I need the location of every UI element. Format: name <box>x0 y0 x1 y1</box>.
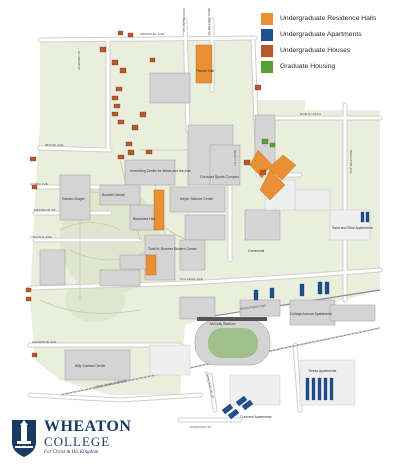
legend-swatch-residence-halls <box>261 12 273 25</box>
hall-smith-traber <box>153 189 165 231</box>
building-memorial <box>209 144 241 186</box>
logo-tagline: For Christ & His Kingdom <box>44 450 99 455</box>
label-crescent-apts: Crescent Apartments <box>240 415 272 419</box>
undergraduate-apartments <box>221 211 370 420</box>
label-president-st: PRESIDENT ST. <box>182 8 186 33</box>
label-michigan-st: MICHIGAN ST. <box>190 425 213 429</box>
label-edman: Edman Chapel <box>62 197 85 201</box>
label-buswell: Buswell Library <box>102 193 125 197</box>
street-labels: SEMINARY AVE. HOWARD ST. PRESIDENT ST. W… <box>30 8 353 429</box>
building-edman <box>59 174 91 221</box>
legend-label-houses: Undergraduate Houses <box>280 47 351 54</box>
legend-swatch-graduate <box>261 60 273 73</box>
label-washington-st: WASHINGTON ST. <box>207 8 211 36</box>
hall-mcmanis <box>145 254 157 276</box>
graduate-housing <box>261 138 276 148</box>
building-buswell <box>99 184 141 206</box>
label-billy-graham: Billy Graham Center <box>75 364 106 368</box>
building-schell <box>39 249 66 286</box>
label-kenwood-ave: KENWOOD AVE. <box>32 340 58 344</box>
label-saint-elliot: Saint and Elliot Apartments <box>332 226 373 230</box>
legend-swatch-apartments <box>261 28 273 41</box>
label-seminary-ave: SEMINARY AVE. <box>140 32 165 36</box>
building-chase <box>179 296 216 320</box>
building-billy-graham <box>64 349 131 381</box>
label-fischer: Fischer Hall <box>196 69 214 73</box>
label-scott-st: SCOTT ST. <box>233 150 237 167</box>
logo-wordmark: WHEATON COLLEGE For Christ & His Kingdom <box>44 418 132 456</box>
label-teresa: Teresa Apartments <box>308 369 337 373</box>
logo-line-college: COLLEGE <box>44 434 111 449</box>
map-legend: Undergraduate Residence Halls Undergradu… <box>261 12 391 92</box>
logo-line-wheaton: WHEATON <box>44 418 132 435</box>
legend-item-residence-halls: Undergraduate Residence Halls <box>261 12 391 25</box>
building-service <box>289 299 336 326</box>
building-science-2 <box>184 214 226 241</box>
label-science: Meyer Science Center <box>180 197 214 201</box>
building-jenks <box>119 254 151 270</box>
building-centennial <box>244 209 281 241</box>
building-fine-arts <box>124 159 176 186</box>
building-science <box>169 186 226 213</box>
wheaton-logo: WHEATON COLLEGE For Christ & His Kingdom <box>10 412 170 462</box>
label-north-path: NORTH PATH <box>300 112 321 116</box>
building-north-hall <box>149 72 191 104</box>
legend-label-apartments: Undergraduate Apartments <box>280 31 362 38</box>
building-wade <box>179 239 206 271</box>
label-prairie-path: Illinois Prairie Path <box>240 303 267 311</box>
label-college-ave: COLLEGE AVE. <box>180 277 204 281</box>
label-lincoln-ave: LINCOLN AVE. <box>30 235 53 239</box>
hall-east <box>259 169 286 201</box>
label-mccully: McCully Stadium <box>210 322 236 326</box>
legend-item-apartments: Undergraduate Apartments <box>261 28 391 41</box>
building-labels: Fischer Hall Chrouser Sports Complex Mey… <box>62 69 373 419</box>
mccully-stadium <box>194 317 271 366</box>
label-blanchard: Blanchard Hall <box>133 217 155 221</box>
building-south <box>239 299 281 317</box>
building-east-service <box>329 304 376 322</box>
label-armerding: Armerding Center for Music and the Arts <box>130 169 191 173</box>
building-blanchard <box>129 204 159 231</box>
wheaton-seal-icon <box>12 420 36 457</box>
label-sports: Chrouser Sports Complex <box>200 175 239 179</box>
legend-label-residence-halls: Undergraduate Residence Halls <box>280 15 377 22</box>
label-howard-st: HOWARD ST. <box>77 49 81 70</box>
legend-item-houses: Undergraduate Houses <box>261 44 391 57</box>
label-union-ave: UNION AVE. <box>30 182 49 186</box>
label-wheaton-ave: WHEATON AVE. <box>349 150 353 175</box>
label-beamer: Todd M. Beamer Student Center <box>148 247 197 251</box>
undergraduate-houses <box>25 30 267 358</box>
label-franklin-st: FRANKLIN ST. <box>34 208 56 212</box>
label-union-pacific: Union Pacific Railroad <box>94 378 126 388</box>
hall-fischer <box>195 44 213 84</box>
label-crescent-blvd: CRESCENT BLVD. <box>204 371 215 400</box>
legend-item-graduate: Graduate Housing <box>261 60 391 73</box>
label-irving-ave: IRVING AVE. <box>45 143 65 147</box>
label-college-ave-apts: College Avenue Apartments <box>290 312 332 316</box>
legend-swatch-houses <box>261 44 273 57</box>
legend-label-graduate: Graduate Housing <box>280 63 336 70</box>
building-adams <box>99 269 141 287</box>
label-centennial: Centennial <box>248 249 264 253</box>
